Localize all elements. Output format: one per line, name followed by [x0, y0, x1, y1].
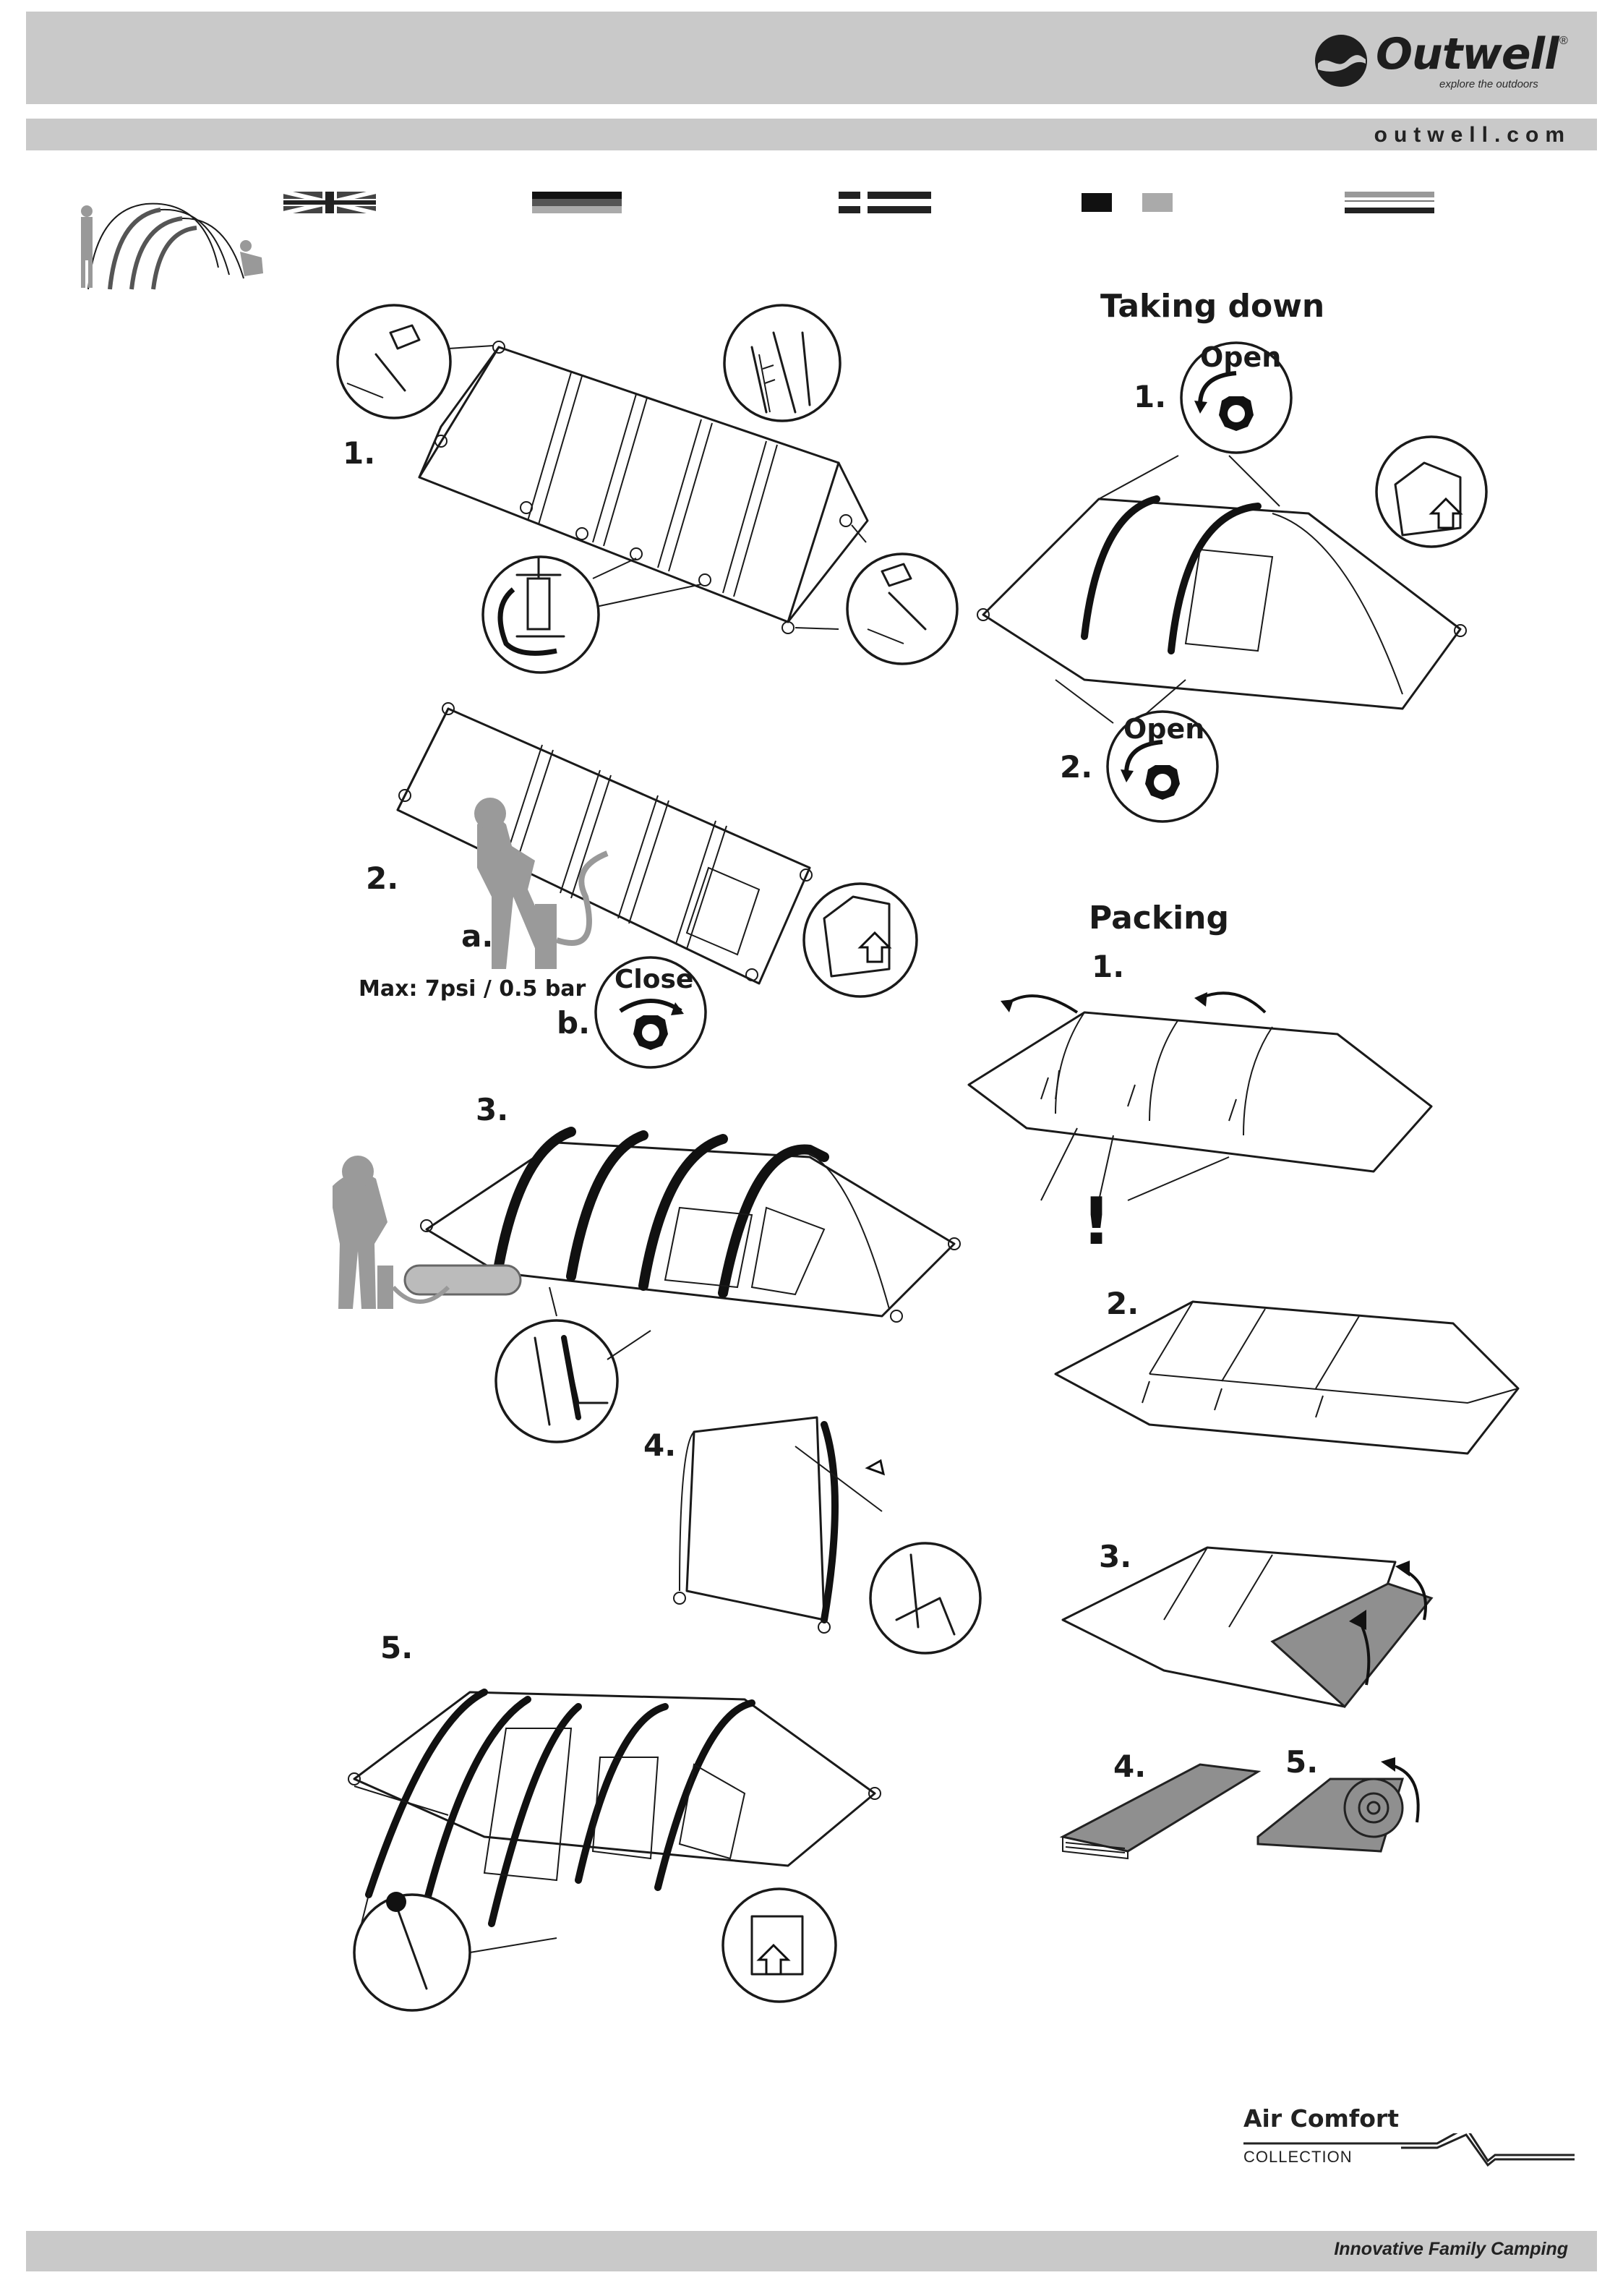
packing-step2-illustration — [1048, 1294, 1525, 1468]
taking-down-title: Taking down — [1100, 288, 1324, 325]
nl-flag-icon[interactable] — [839, 192, 931, 213]
fr-flag-icon[interactable] — [1082, 192, 1174, 213]
brand-logo[interactable]: Outwell ® explore the outdoors — [1312, 27, 1572, 93]
setup-step1-illustration — [333, 304, 969, 680]
setup-step3-illustration — [318, 1099, 969, 1446]
brand-tagline: explore the outdoors — [1439, 78, 1538, 90]
taking-down-step1-number: 1. — [1134, 379, 1166, 414]
open-label-1: Open — [1200, 341, 1281, 373]
packing-step3-illustration — [1055, 1540, 1460, 1728]
packing-step5-illustration — [1243, 1750, 1431, 1866]
setup-step2a-label: a. — [461, 918, 493, 954]
packing-title: Packing — [1089, 900, 1229, 936]
setup-step5-number: 5. — [380, 1630, 413, 1665]
setup-step1-number: 1. — [343, 435, 375, 471]
pressure-limit: Max: 7psi / 0.5 bar — [359, 976, 586, 1002]
setup-step3-number: 3. — [476, 1092, 508, 1127]
uk-flag-icon[interactable] — [283, 192, 376, 213]
brand-name: Outwell — [1376, 29, 1559, 80]
tent-setup-icon — [67, 188, 283, 296]
collection-title: Air Comfort — [1243, 2104, 1399, 2133]
close-label: Close — [614, 965, 693, 994]
outwell-logo-icon — [1312, 32, 1370, 90]
warning-mark: ! — [1082, 1184, 1111, 1260]
taking-down-step1-illustration — [969, 434, 1504, 723]
setup-step5-illustration — [340, 1649, 889, 2010]
open-label-2: Open — [1123, 713, 1204, 745]
footer-tagline: Innovative Family Camping — [1334, 2239, 1568, 2260]
setup-step4-number: 4. — [643, 1427, 676, 1463]
de-flag-icon[interactable] — [532, 192, 622, 213]
packing-step1-illustration: ! — [969, 969, 1446, 1258]
collection-wave-icon — [1242, 2133, 1575, 2169]
website-url[interactable]: outwell.com — [1374, 123, 1571, 148]
setup-step4-illustration — [651, 1403, 983, 1678]
it-flag-icon[interactable] — [1345, 192, 1434, 213]
packing-step4-illustration — [1055, 1750, 1265, 1866]
url-band — [26, 119, 1597, 150]
air-comfort-logo: Air Comfort COLLECTION — [1242, 2104, 1575, 2169]
setup-step2-number: 2. — [366, 861, 398, 896]
setup-step2b-label: b. — [557, 1005, 590, 1041]
trademark-mark: ® — [1559, 35, 1568, 48]
taking-down-step2-number: 2. — [1060, 749, 1092, 785]
